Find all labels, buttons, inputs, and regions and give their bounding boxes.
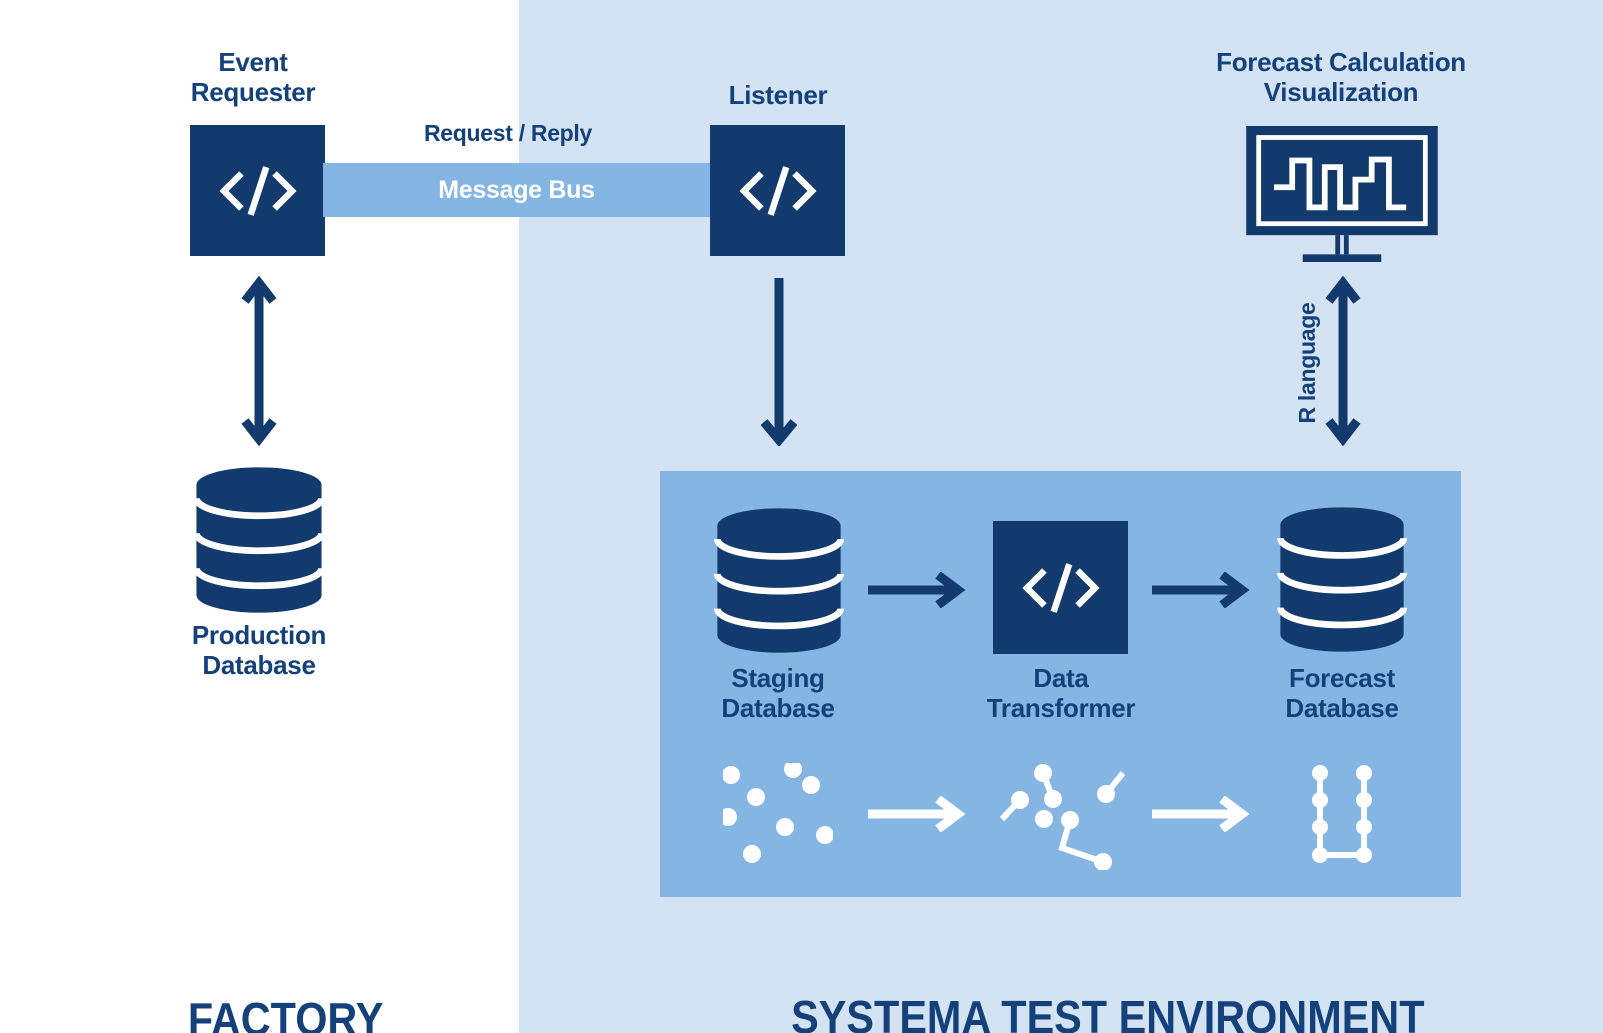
listener-label: Listener — [728, 80, 828, 110]
data-transformer-box — [993, 521, 1128, 654]
monitor-icon — [1246, 126, 1438, 262]
transformer-to-forecast-arrow-icon — [1150, 572, 1250, 608]
message-bus-label: Message Bus — [438, 175, 595, 204]
staging-database-icon — [712, 507, 846, 654]
forecast-visualization-label: Forecast Calculation Visualization — [1216, 47, 1466, 107]
staging-database-label: Staging Database — [721, 663, 835, 723]
listener-box — [710, 125, 845, 256]
staging-to-transformer-arrow-icon — [866, 572, 966, 608]
event-requester-db-double-arrow-icon — [241, 276, 277, 446]
event-requester-box — [190, 125, 325, 256]
factory-title: FACTORY — [60, 938, 460, 1033]
r-language-label: R language — [1294, 302, 1320, 424]
r-language-double-arrow-icon — [1325, 276, 1361, 446]
event-requester-label: Event Requester — [190, 47, 316, 107]
listener-to-pipeline-arrow-icon — [761, 276, 797, 446]
request-reply-label: Request / Reply — [423, 120, 593, 146]
connected-path-icon — [1312, 765, 1382, 865]
partially-linked-dots-icon — [995, 760, 1135, 870]
forecast-database-icon — [1275, 506, 1409, 653]
scatter-to-linked-arrow-icon — [866, 796, 966, 832]
systema-title-text: SYSTEMA TEST ENVIRONMENT — [791, 991, 1425, 1033]
systema-title: SYSTEMA TEST ENVIRONMENT — [705, 936, 1424, 1033]
factory-title-text: FACTORY — [187, 993, 384, 1033]
code-icon — [1015, 542, 1107, 634]
code-icon — [732, 145, 824, 237]
message-bus-band: Message Bus — [323, 163, 710, 217]
data-transformer-label: Data Transformer — [986, 663, 1136, 723]
scatter-dots-icon — [723, 763, 833, 863]
code-icon — [212, 145, 304, 237]
production-database-icon — [191, 466, 327, 614]
production-database-label: Production Database — [191, 620, 327, 680]
linked-to-path-arrow-icon — [1150, 796, 1250, 832]
forecast-database-label: Forecast Database — [1285, 663, 1399, 723]
